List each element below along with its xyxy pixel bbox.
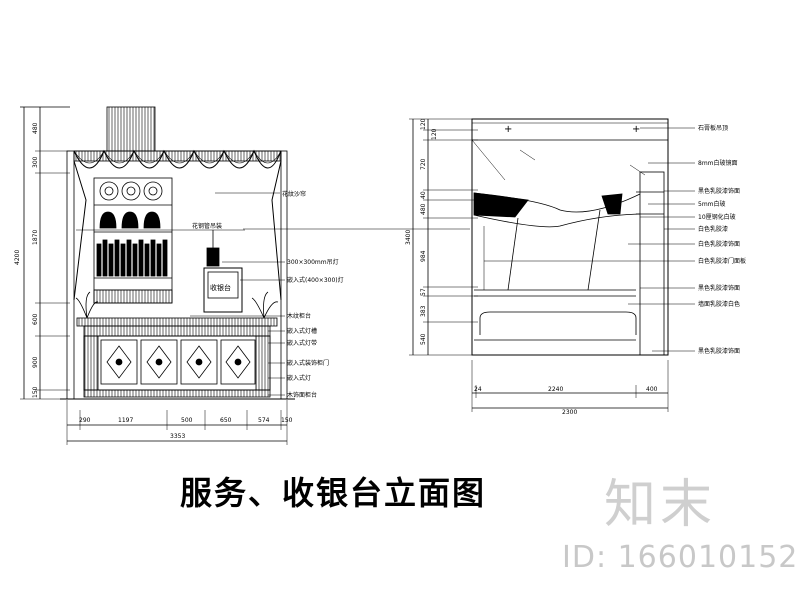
r-label-4: 10厘钢化白玻 [698, 213, 736, 221]
dim-h-4: 650 [220, 417, 232, 424]
right-annotations: 石膏板吊顶 8mm白玻镜面 黑色乳胶漆饰面 5mm白玻 10厘钢化白玻 白色乳胶… [698, 124, 746, 355]
dim-v-6: 150 [32, 386, 39, 398]
dim-v-2: 300 [32, 156, 39, 168]
label-light-strip: 嵌入式灯带 [287, 339, 317, 347]
label-wood-counter: 木饰面柜台 [287, 391, 317, 399]
r-dim-v-2: 120 [431, 128, 438, 140]
r-label-1: 8mm白玻镜面 [698, 159, 738, 167]
r-label-10: 黑色乳胶漆饰面 [698, 347, 740, 355]
r-label-5: 白色乳胶漆 [698, 225, 728, 233]
r-label-0: 石膏板吊顶 [698, 124, 728, 132]
dim-v-5: 900 [32, 356, 39, 368]
r-label-3: 5mm白玻 [698, 200, 726, 208]
label-lamp: 300×300mm吊灯 [287, 258, 339, 266]
label-counter-top: 木纹柜台 [287, 312, 311, 320]
dim-h-3: 500 [181, 417, 193, 424]
r-dim-v-5: 480 [420, 203, 427, 215]
dim-v-3: 1870 [32, 230, 39, 245]
r-dim-v-3: 720 [420, 158, 427, 170]
r-label-8: 黑色乳胶漆饰面 [698, 284, 740, 292]
right-dim-texts: 3400 120 120 720 40 480 984 57 383 540 2… [405, 118, 658, 416]
dim-v-1: 480 [32, 122, 39, 134]
r-dim-overall-width: 2300 [562, 409, 577, 416]
dim-h-5: 574 [258, 417, 270, 424]
r-dim-v-9: 540 [420, 333, 427, 345]
r-dim-h-1: 24 [474, 386, 482, 393]
label-curtain: 花紋沙帘 [282, 190, 306, 198]
label-pipe: 花钢管吊装 [192, 222, 222, 230]
r-dim-v-7: 57 [420, 288, 427, 296]
dim-h-1: 290 [79, 417, 91, 424]
r-dim-v-1: 120 [420, 118, 427, 130]
r-dim-v-4: 40 [420, 191, 427, 199]
label-embedded-light: 嵌入式灯 [287, 374, 311, 382]
label-recessed-light: 嵌入式(400×300)灯 [287, 276, 344, 284]
r-dim-h-2: 2240 [548, 386, 563, 393]
left-annotations: 花紋沙帘 花钢管吊装 300×300mm吊灯 嵌入式(400×300)灯 木纹柜… [192, 190, 344, 399]
r-label-2: 黑色乳胶漆饰面 [698, 187, 740, 195]
r-label-6: 白色乳胶漆饰面 [698, 240, 740, 248]
r-label-7: 白色乳胶漆门面板 [698, 257, 746, 265]
dim-v-4: 600 [32, 313, 39, 325]
dim-overall-height: 4200 [14, 250, 21, 265]
watermark-logo: 知末 [604, 475, 717, 535]
label-light-slot: 嵌入式灯槽 [287, 327, 317, 335]
r-dim-v-8: 383 [420, 305, 427, 317]
r-dim-v-6: 984 [420, 250, 427, 262]
r-dim-overall-height: 3400 [405, 230, 412, 245]
r-dim-h-3: 400 [646, 386, 658, 393]
left-dim-texts: 4200 480 300 1870 600 900 150 290 1197 5… [14, 122, 293, 440]
watermark-id: ID: 166010152 [562, 540, 799, 575]
dim-overall-width: 3353 [170, 433, 185, 440]
cashier-register-text: 收银台 [210, 283, 231, 292]
r-label-9: 墙面乳胶漆白色 [698, 300, 740, 308]
dim-h-2: 1197 [118, 417, 133, 424]
left-elevation [20, 106, 295, 445]
svg-text:+: + [632, 124, 640, 135]
dim-h-6: 150 [281, 417, 293, 424]
svg-text:+: + [504, 124, 512, 135]
label-cabinet-door: 嵌入式装饰柜门 [287, 359, 329, 367]
drawing-caption: 服务、收银台立面图 [180, 474, 487, 512]
right-elevation: + + [409, 118, 695, 412]
